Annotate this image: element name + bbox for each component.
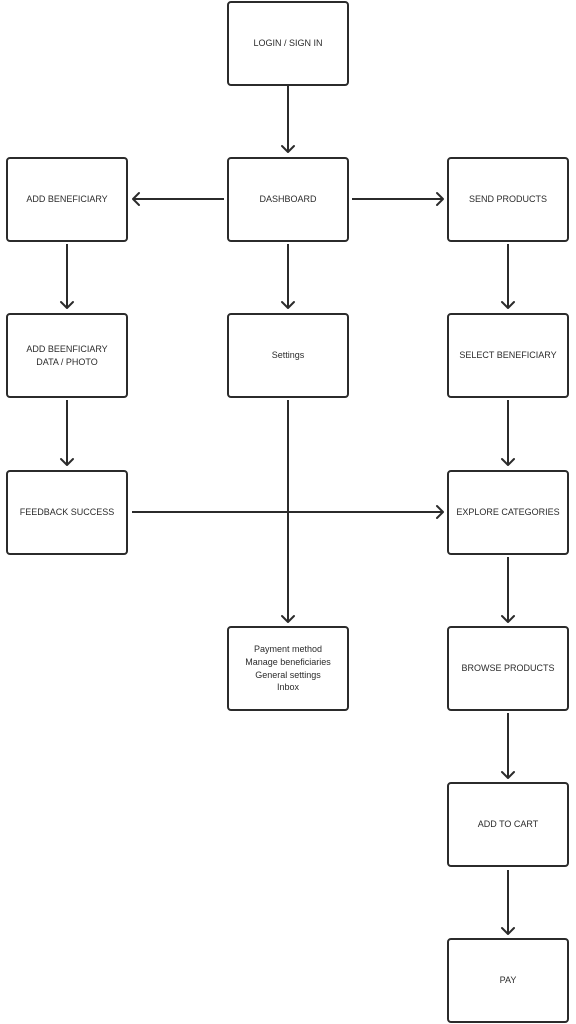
node-browse-products-label: BROWSE PRODUCTS	[461, 663, 555, 674]
arrow-send-products-to-select-beneficiary	[501, 244, 515, 309]
node-feedback-success-label: FEEDBACK SUCCESS	[19, 507, 115, 518]
arrow-browse-to-cart	[501, 713, 515, 779]
arrow-dashboard-to-add-beneficiary	[132, 192, 224, 206]
node-login: LOGIN / SIGN IN	[227, 1, 349, 86]
node-settings-list: Payment method Manage beneficiaries Gene…	[227, 626, 349, 711]
node-dashboard-label: DASHBOARD	[259, 194, 317, 205]
arrow-cart-to-pay	[501, 870, 515, 935]
node-add-to-cart: ADD TO CART	[447, 782, 569, 867]
node-browse-products: BROWSE PRODUCTS	[447, 626, 569, 711]
settings-list-item-payment: Payment method	[253, 644, 323, 655]
arrow-dashboard-to-settings	[281, 244, 295, 309]
arrow-dashboard-to-send-products	[352, 192, 444, 206]
node-feedback-success: FEEDBACK SUCCESS	[6, 470, 128, 555]
node-add-beneficiary-label: ADD BENEFICIARY	[26, 194, 108, 205]
node-select-beneficiary-label: SELECT BENEFICIARY	[459, 350, 557, 361]
settings-list-item-general: General settings	[255, 669, 321, 680]
arrow-select-beneficiary-to-explore	[501, 400, 515, 466]
node-send-products: SEND PRODUCTS	[447, 157, 569, 242]
node-add-beneficiary: ADD BENEFICIARY	[6, 157, 128, 242]
settings-list-item-beneficiaries: Manage beneficiaries	[245, 656, 331, 667]
node-pay: PAY	[447, 938, 569, 1023]
arrow-settings-to-list	[281, 400, 295, 623]
node-add-to-cart-label: ADD TO CART	[477, 819, 539, 830]
settings-list-item-inbox: Inbox	[276, 682, 300, 693]
node-settings-label: Settings	[271, 350, 305, 361]
node-add-beneficiary-data: ADD BEENFICIARY DATA / PHOTO	[6, 313, 128, 398]
node-dashboard: DASHBOARD	[227, 157, 349, 242]
arrow-explore-to-browse	[501, 557, 515, 623]
node-explore-categories-label: EXPLORE CATEGORIES	[456, 507, 560, 518]
arrow-data-to-feedback	[60, 400, 74, 466]
node-send-products-label: SEND PRODUCTS	[468, 194, 547, 205]
arrow-add-beneficiary-to-data	[60, 244, 74, 309]
node-select-beneficiary: SELECT BENEFICIARY	[447, 313, 569, 398]
node-settings: Settings	[227, 313, 349, 398]
node-add-beneficiary-data-label: ADD BEENFICIARY DATA / PHOTO	[26, 343, 108, 367]
arrow-login-to-dashboard	[281, 86, 295, 153]
node-login-label: LOGIN / SIGN IN	[253, 38, 323, 49]
node-explore-categories: EXPLORE CATEGORIES	[447, 470, 569, 555]
node-pay-label: PAY	[499, 975, 517, 986]
